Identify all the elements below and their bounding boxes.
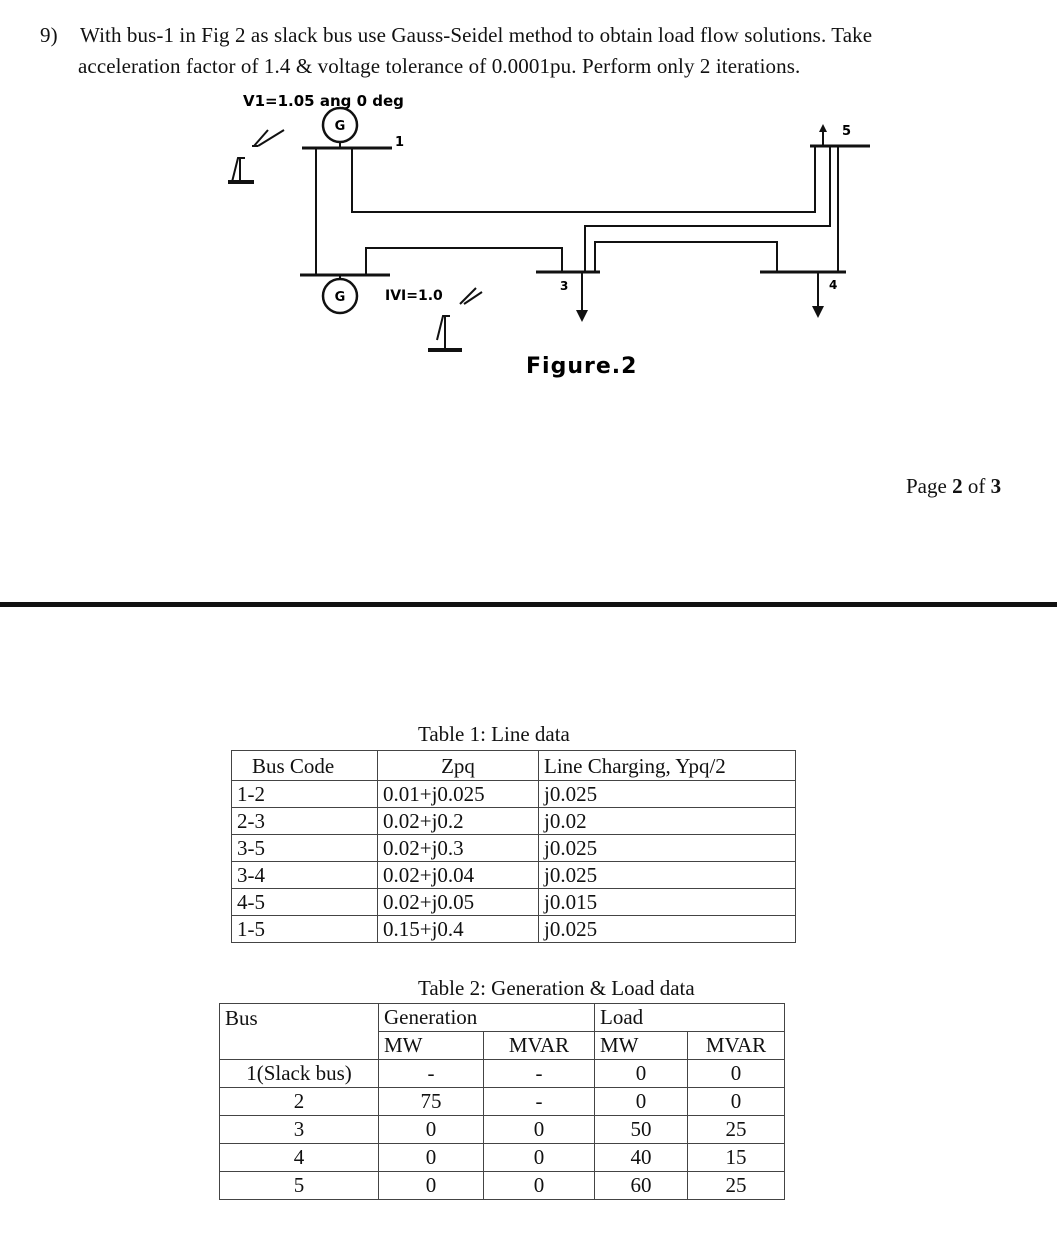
page-number: Page 2 of 3: [906, 474, 1002, 498]
header-load: Load: [594, 1003, 785, 1032]
table-row: 1(Slack bus) - - 0 0: [219, 1059, 785, 1088]
cell: 5: [219, 1171, 379, 1200]
cell: 3-4: [231, 861, 378, 889]
header-zpq: Zpq: [377, 750, 539, 781]
bus-3-load-arrow: [576, 310, 588, 322]
table-row: 4-5 0.02+j0.05 j0.015: [231, 888, 796, 916]
question-line-2: acceleration factor of 1.4 & voltage tol…: [78, 54, 801, 78]
bus-4-label: 4: [829, 278, 837, 292]
cell: 15: [687, 1143, 785, 1172]
header-load-mw: MW: [594, 1031, 688, 1060]
v1-label: V1=1.05 ang 0 deg: [243, 92, 404, 110]
table-row: 2-3 0.02+j0.2 j0.02: [231, 807, 796, 835]
header-generation: Generation: [378, 1003, 595, 1032]
cell: 0: [378, 1143, 484, 1172]
cell: 0: [483, 1115, 595, 1144]
cell: 0: [687, 1059, 785, 1088]
page-total: 3: [990, 474, 1002, 498]
ground-1-icon: [228, 129, 285, 184]
power-system-diagram: V1=1.05 ang 0 deg G 1 5 G IVI=1.0: [228, 92, 870, 379]
cell: 0.15+j0.4: [377, 915, 539, 943]
table-row: 3-4 0.02+j0.04 j0.025: [231, 861, 796, 889]
cell: 0: [594, 1087, 688, 1116]
question-text: 9) With bus-1 in Fig 2 as slack bus use G…: [40, 20, 1030, 82]
cell: 1(Slack bus): [219, 1059, 379, 1088]
cell: 75: [378, 1087, 484, 1116]
page-divider: [0, 602, 1057, 607]
cell: j0.025: [538, 915, 796, 943]
generator-2-symbol: G: [335, 290, 346, 305]
cell: j0.02: [538, 807, 796, 835]
cell: 2: [219, 1087, 379, 1116]
cell: -: [483, 1059, 595, 1088]
cell: 0.01+j0.025: [377, 780, 539, 808]
header-bus: Bus: [219, 1003, 379, 1060]
header-gen-mw: MW: [378, 1031, 484, 1060]
bus-1-label: 1: [395, 135, 404, 150]
header-load-mvar: MVAR: [687, 1031, 785, 1060]
table-row: 3-5 0.02+j0.3 j0.025: [231, 834, 796, 862]
line-data-table: Bus Code Zpq Line Charging, Ypq/2 1-2 0.…: [231, 750, 796, 943]
cell: -: [483, 1087, 595, 1116]
cell: 0: [378, 1171, 484, 1200]
table-header-row: Bus Generation Load: [219, 1003, 785, 1060]
cell: 60: [594, 1171, 688, 1200]
cell: 0.02+j0.05: [377, 888, 539, 916]
ground-2-icon: [428, 287, 483, 352]
cell: 0: [594, 1059, 688, 1088]
cell: 25: [687, 1115, 785, 1144]
table-2-caption: Table 2: Generation & Load data: [418, 976, 695, 1000]
cell: -: [378, 1059, 484, 1088]
cell: 0: [687, 1087, 785, 1116]
cell: 0: [483, 1171, 595, 1200]
cell: 0: [483, 1143, 595, 1172]
v2-label: IVI=1.0: [385, 288, 443, 304]
cell: 3-5: [231, 834, 378, 862]
bus-5-arrow: [819, 124, 827, 132]
generation-load-table: Bus Generation Load MW MVAR MW MVAR 1(Sl…: [219, 1003, 785, 1200]
cell: 2-3: [231, 807, 378, 835]
cell: j0.025: [538, 861, 796, 889]
cell: 4: [219, 1143, 379, 1172]
generator-1-symbol: G: [335, 119, 346, 134]
cell: 0: [378, 1115, 484, 1144]
bus-3-label: 3: [560, 279, 568, 293]
generator-2-icon: G: [321, 277, 359, 315]
cell: 25: [687, 1171, 785, 1200]
table-row: 4 0 0 40 15: [219, 1143, 785, 1172]
cell: 50: [594, 1115, 688, 1144]
page-current: 2: [952, 474, 963, 498]
question-line-1: With bus-1 in Fig 2 as slack bus use Gau…: [80, 23, 873, 47]
cell: 40: [594, 1143, 688, 1172]
question-number: 9): [40, 23, 58, 47]
table-subheader-row: MW MVAR MW MVAR: [220, 1031, 785, 1060]
table-header-row: Bus Code Zpq Line Charging, Ypq/2: [231, 750, 796, 781]
cell: 0.02+j0.3: [377, 834, 539, 862]
bus-5-label: 5: [842, 124, 851, 139]
cell: 3: [219, 1115, 379, 1144]
table-row: 5 0 0 60 25: [219, 1171, 785, 1200]
cell: j0.025: [538, 780, 796, 808]
table-1-caption: Table 1: Line data: [418, 722, 570, 746]
header-gen-mvar: MVAR: [483, 1031, 595, 1060]
table-row: 1-5 0.15+j0.4 j0.025: [231, 915, 796, 943]
cell: 1-2: [231, 780, 378, 808]
header-line-charging: Line Charging, Ypq/2: [538, 750, 796, 781]
cell: 4-5: [231, 888, 378, 916]
figure-caption: Figure.2: [526, 354, 637, 379]
header-bus-code: Bus Code: [231, 750, 378, 781]
generator-1-icon: G: [321, 106, 359, 144]
bus-4-load-arrow: [812, 306, 824, 318]
cell: 0.02+j0.04: [377, 861, 539, 889]
cell: j0.025: [538, 834, 796, 862]
cell: 1-5: [231, 915, 378, 943]
table-row: 3 0 0 50 25: [219, 1115, 785, 1144]
cell: 0.02+j0.2: [377, 807, 539, 835]
cell: j0.015: [538, 888, 796, 916]
table-row: 2 75 - 0 0: [219, 1087, 785, 1116]
table-row: 1-2 0.01+j0.025 j0.025: [231, 780, 796, 808]
